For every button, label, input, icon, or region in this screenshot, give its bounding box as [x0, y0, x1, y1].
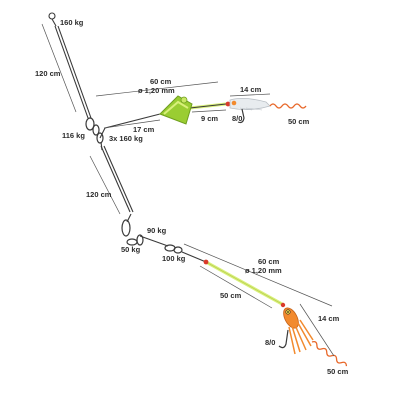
- top-swivel: [51, 18, 57, 27]
- label-main-line-mid-length: 120 cm: [86, 190, 112, 199]
- main-line-mid: [100, 145, 131, 213]
- upper-white-lure: [229, 98, 271, 111]
- main-line: [48, 12, 183, 254]
- label-main-line-top-length: 120 cm: [35, 69, 61, 78]
- label-upper-swivel-strength: 116 kg: [62, 131, 85, 140]
- dim-lower-arm: [183, 243, 333, 307]
- dim-upper-arm: [95, 81, 219, 97]
- dim-main-mid: [89, 155, 121, 215]
- lower-swivel: [164, 244, 183, 254]
- label-lower-lure-length: 14 cm: [318, 314, 340, 323]
- upper-teaser: [159, 95, 193, 125]
- top-swivel-ring: [48, 12, 56, 20]
- lower-arm: [181, 251, 283, 306]
- label-upper-arm-length: 60 cm: [150, 77, 172, 86]
- label-upper-lure-link: 9 cm: [201, 114, 218, 123]
- lower-bead: [280, 302, 286, 308]
- label-top-swivel-strength: 160 kg: [60, 18, 84, 27]
- label-lower-tail-length: 50 cm: [327, 367, 349, 376]
- label-upper-tail-length: 50 cm: [288, 117, 310, 126]
- label-upper-hook-size: 8/0: [232, 114, 242, 123]
- label-upper-tube-length: 17 cm: [133, 125, 155, 134]
- label-snap-strength-b: 50 kg: [121, 245, 141, 254]
- upper-bead: [225, 101, 231, 107]
- label-lower-arm-diameter: ø 1,20 mm: [245, 266, 282, 275]
- label-snap-strength-a: 90 kg: [147, 226, 167, 235]
- main-line-top: [54, 25, 89, 119]
- labels: 160 kg 120 cm 116 kg 3x 160 kg 60 cm ø 1…: [35, 18, 349, 376]
- dim-upper-link: [191, 109, 227, 113]
- dim-main-top: [41, 23, 77, 113]
- upper-tail: [269, 103, 307, 109]
- lower-tail: [311, 340, 348, 367]
- label-upper-arm-diameter: ø 1,20 mm: [138, 86, 175, 95]
- dim-lower-tube: [199, 265, 273, 309]
- lower-squid-lure: [283, 307, 314, 355]
- label-lower-hook-size: 8/0: [265, 338, 275, 347]
- label-lower-swivel-strength: 100 kg: [162, 254, 186, 263]
- lower-hook: [278, 329, 289, 349]
- snap-swivel: [121, 219, 144, 246]
- label-lower-arm-length: 60 cm: [258, 257, 280, 266]
- dim-upper-tube: [103, 119, 161, 129]
- dimension-lines: [41, 23, 335, 357]
- upper-swivel: [85, 117, 104, 144]
- label-lower-tube-length: 50 cm: [220, 291, 242, 300]
- upper-arm: [104, 102, 227, 129]
- lower-bead-top: [203, 259, 209, 265]
- label-upper-lure-length: 14 cm: [240, 85, 262, 94]
- label-triple-swivel: 3x 160 kg: [109, 134, 143, 143]
- dim-upper-lure: [229, 93, 271, 97]
- upper-hook: [237, 108, 245, 124]
- dim-lower-lure: [299, 303, 335, 357]
